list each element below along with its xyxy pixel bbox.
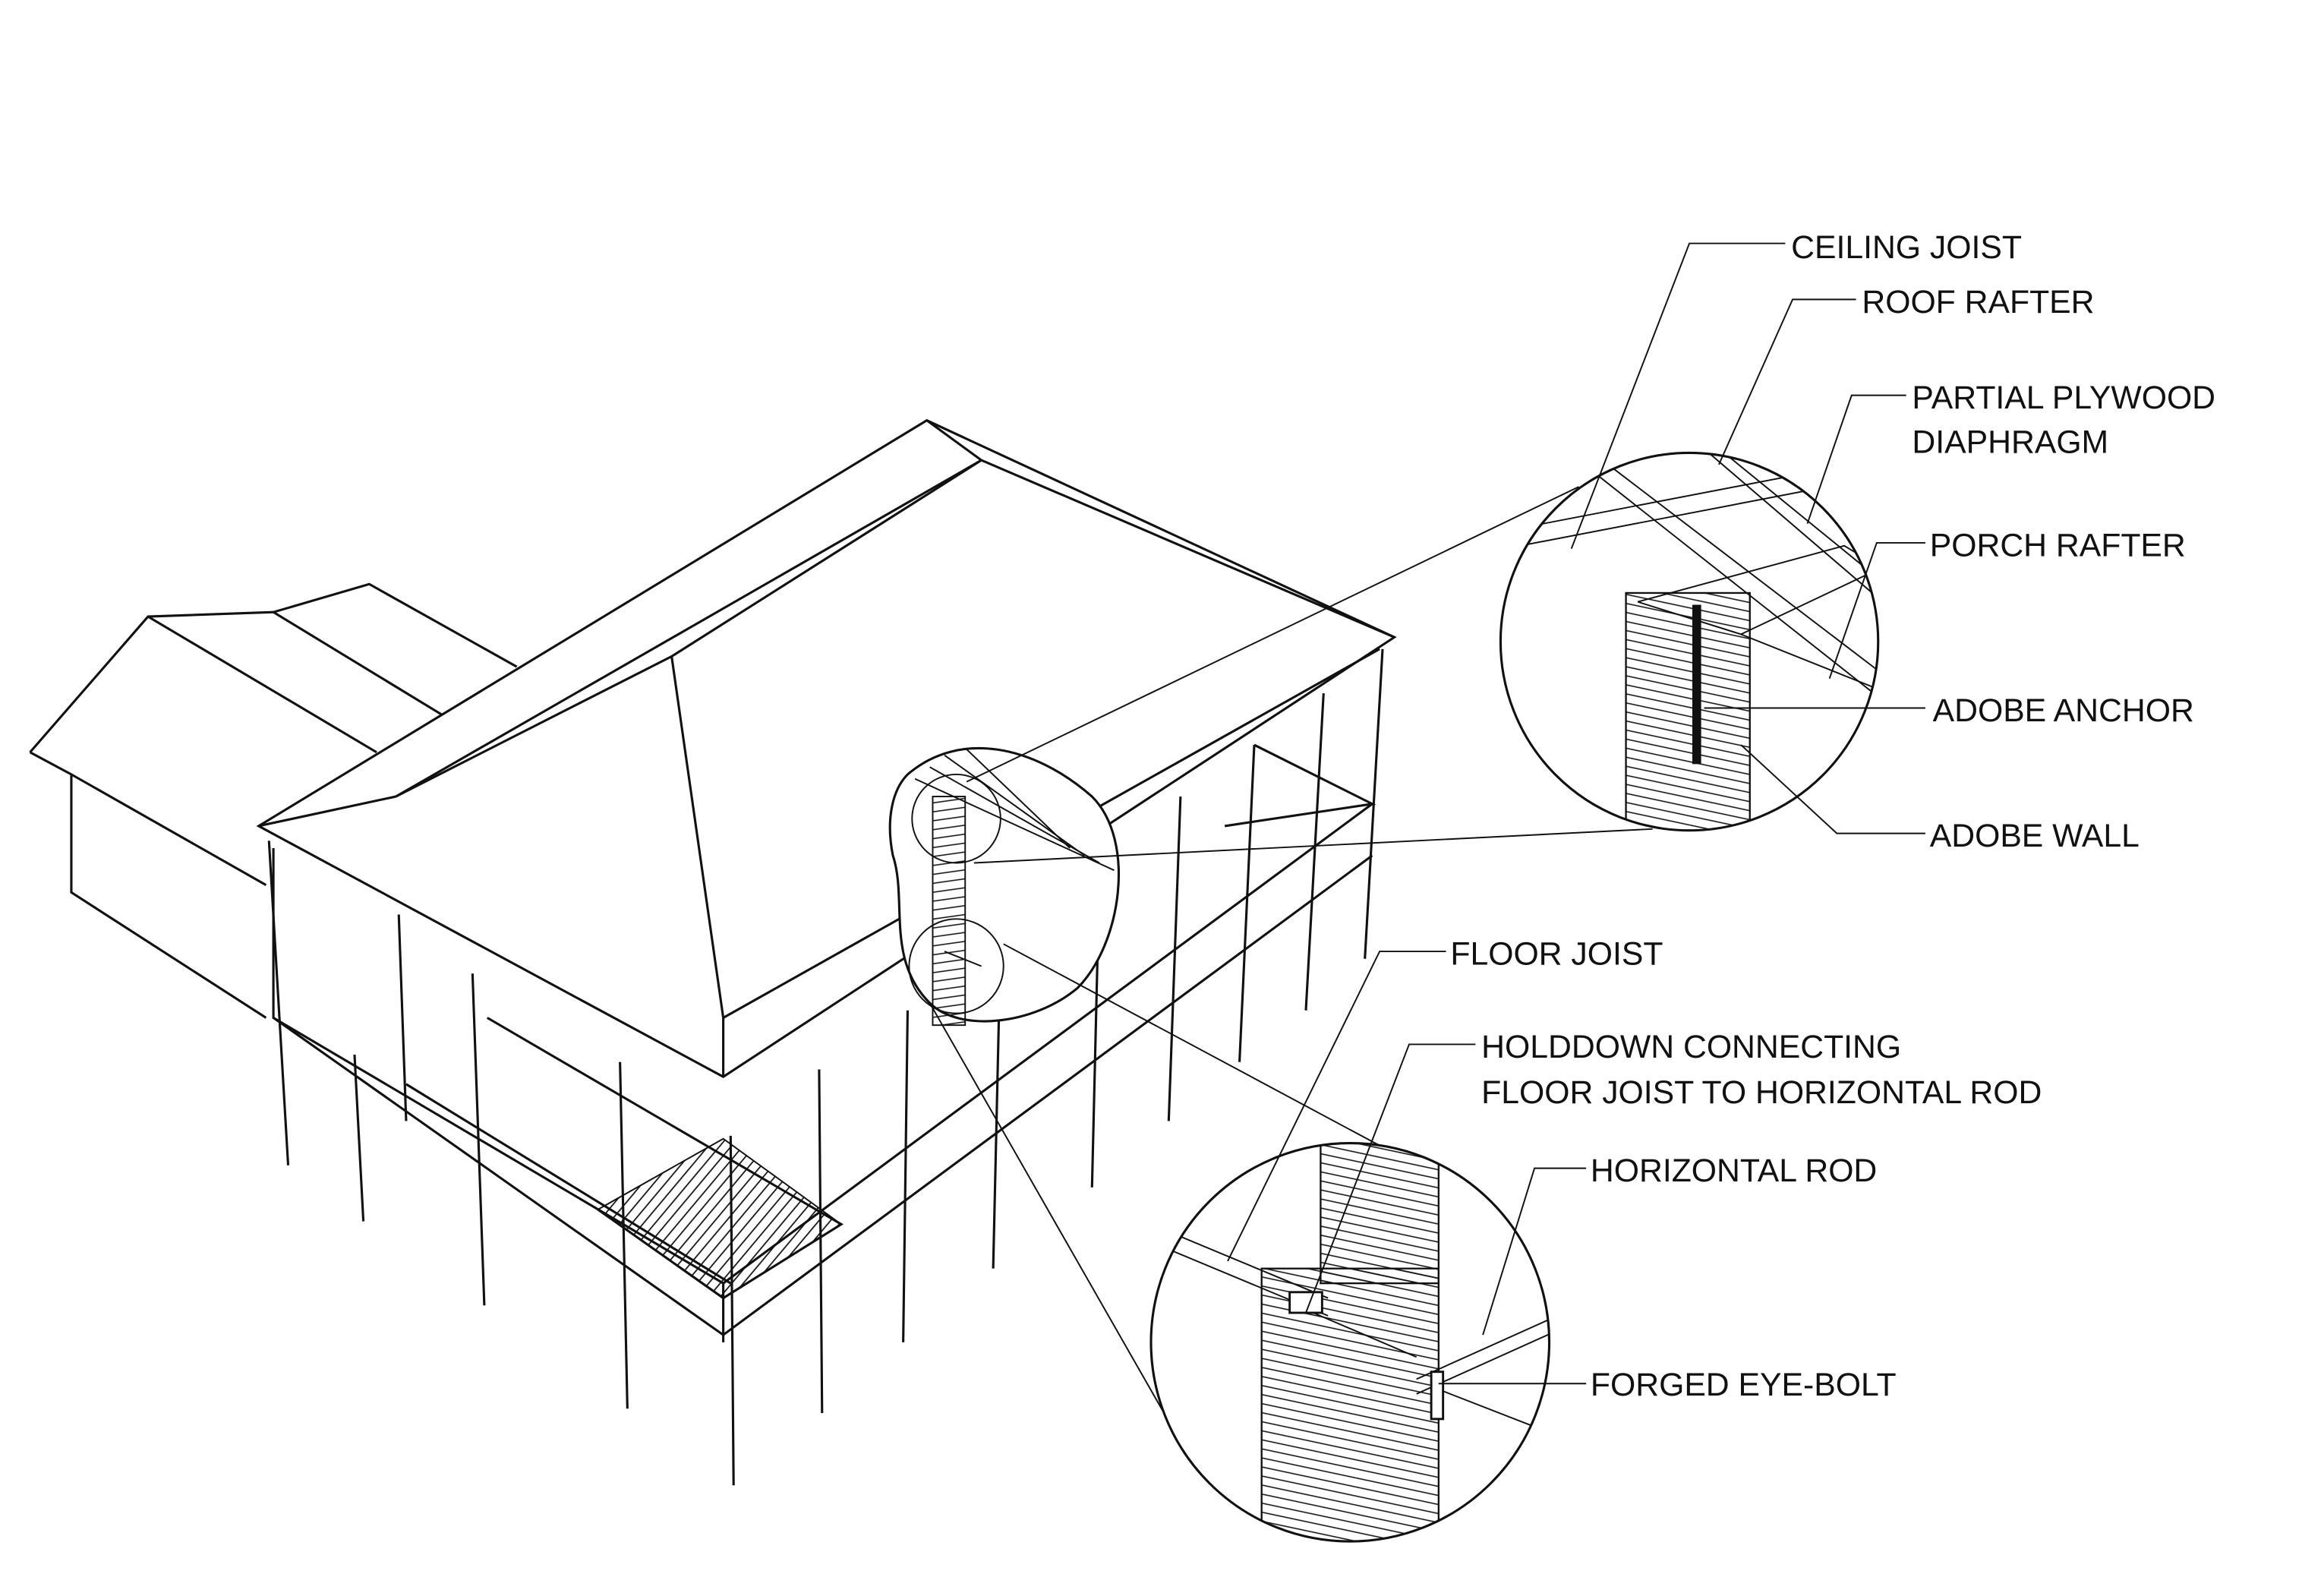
label-partial-plywood-1: PARTIAL PLYWOOD (1912, 380, 2215, 416)
detail-callout-lines (929, 486, 1653, 1417)
label-floor-joist: FLOOR JOIST (1450, 936, 1663, 973)
house-left-wing (29, 582, 518, 1019)
label-partial-plywood-2: DIAPHRAGM (1912, 424, 2108, 460)
label-roof-rafter: ROOF RAFTER (1862, 284, 2094, 320)
porch-posts (267, 648, 1384, 1486)
label-ceiling-joist: CEILING JOIST (1791, 229, 2022, 266)
annotation-labels: CEILING JOIST ROOF RAFTER PARTIAL PLYWOO… (1227, 229, 2215, 1403)
detail-circle-roof (1499, 451, 1880, 832)
label-horizontal-rod: HORIZONTAL ROD (1591, 1153, 1877, 1189)
cutaway-bubble (888, 746, 1120, 1027)
label-adobe-anchor: ADOBE ANCHOR (1933, 692, 2194, 729)
label-forged-eye-bolt: FORGED EYE-BOLT (1591, 1367, 1897, 1403)
detail-circle-floor (1149, 1142, 1551, 1543)
label-adobe-wall: ADOBE WALL (1930, 818, 2140, 854)
label-porch-rafter: PORCH RAFTER (1930, 527, 2186, 563)
label-holddown-2: FLOOR JOIST TO HORIZONTAL ROD (1481, 1074, 2042, 1111)
label-holddown-1: HOLDDOWN CONNECTING (1481, 1029, 1901, 1065)
hip-roof (256, 418, 1397, 1078)
